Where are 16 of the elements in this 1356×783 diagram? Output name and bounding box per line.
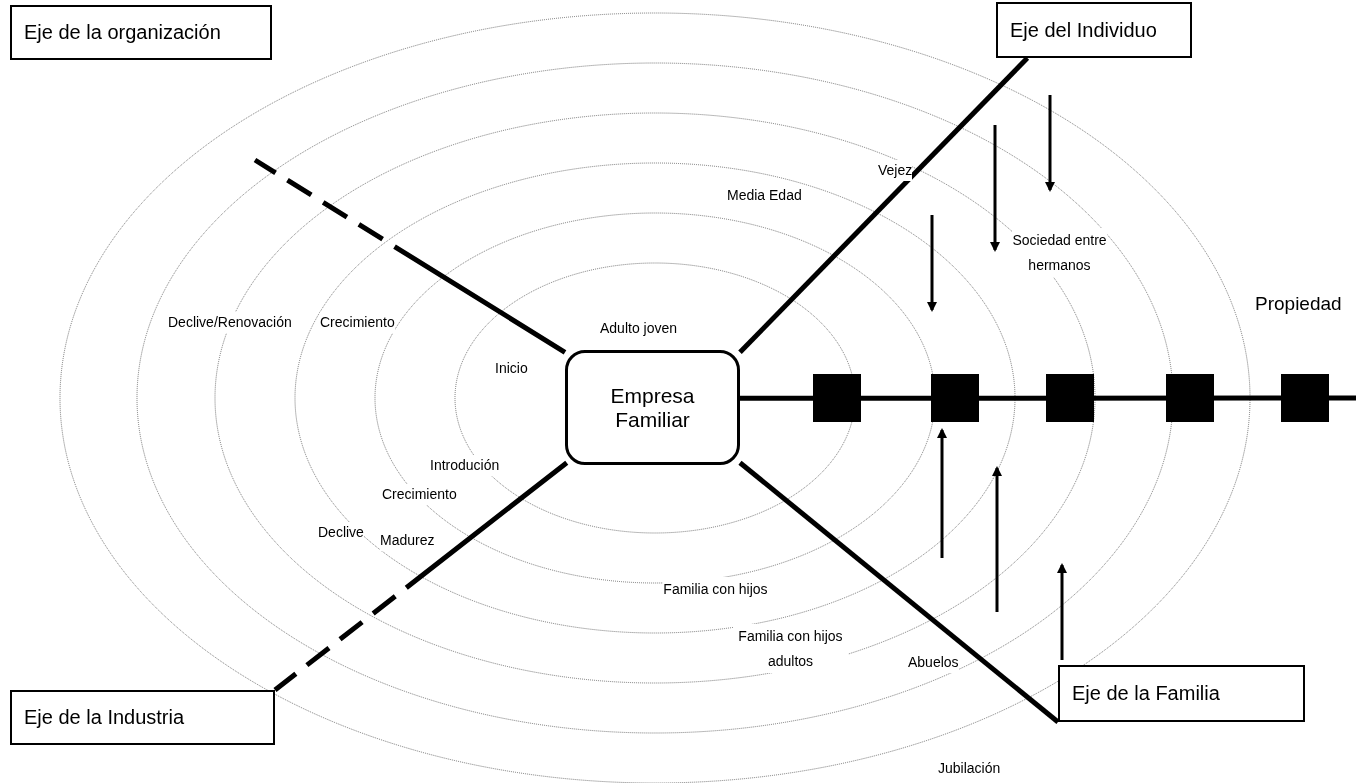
axis-label-box: Eje de la Industria bbox=[10, 690, 275, 745]
central-box: Empresa Familiar bbox=[565, 350, 740, 465]
axis-label-box: Eje de la organización bbox=[10, 5, 272, 60]
stage-label: Sociedad entre hermanos bbox=[1012, 228, 1107, 277]
stage-label: Crecimiento bbox=[320, 312, 395, 333]
stage-label: Vejez bbox=[878, 160, 913, 181]
axis-line bbox=[738, 460, 1060, 724]
stage-label: Familia con hijos adultos bbox=[733, 624, 848, 673]
axis-line bbox=[273, 460, 569, 692]
stage-label: Introdución bbox=[430, 455, 500, 476]
axis-line bbox=[253, 157, 567, 355]
stage-label: Crecimiento bbox=[382, 484, 457, 505]
axis-line bbox=[738, 56, 1030, 355]
axis-label-box: Eje del Individuo bbox=[996, 2, 1192, 58]
axis-label-box: Eje de la Familia bbox=[1058, 665, 1305, 722]
stage-label: Declive/Renovación bbox=[168, 312, 292, 333]
